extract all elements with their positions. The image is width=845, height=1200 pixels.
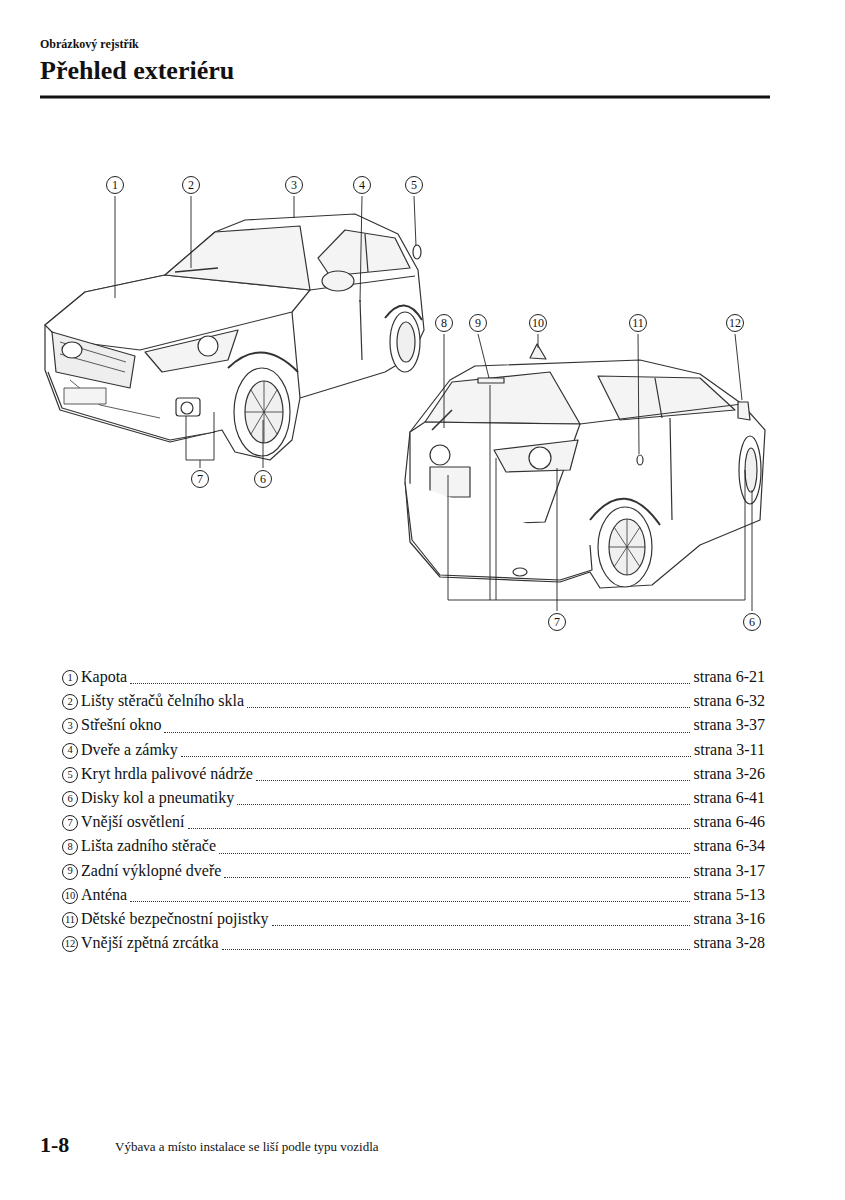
section-header: Obrázkový rejstřík (40, 38, 139, 52)
callout-number: 10 (529, 314, 547, 332)
page-ref: strana 3-16 (693, 910, 765, 928)
callout-number: 10 (62, 888, 78, 904)
callout-number: 7 (62, 815, 78, 831)
callout-number: 4 (62, 743, 78, 759)
callout-text: 3 (67, 721, 72, 732)
page-ref: strana 6-21 (693, 668, 765, 686)
page-ref: strana 3-26 (693, 765, 765, 783)
callout-text: 7 (197, 473, 203, 485)
part-name: Střešní okno (81, 716, 161, 734)
dot-leader (181, 756, 691, 757)
dot-leader (256, 780, 691, 781)
dot-leader (188, 828, 691, 829)
callout-number: 1 (106, 176, 124, 194)
callout-number: 6 (743, 613, 761, 631)
callout-number: 6 (62, 791, 78, 807)
dot-leader (222, 949, 691, 950)
dot-leader (219, 853, 690, 854)
callout-number: 12 (62, 936, 78, 952)
callout-number: 1 (62, 670, 78, 686)
callout-number: 8 (435, 314, 453, 332)
part-name: Lišta zadního stěrače (81, 837, 216, 855)
part-name: Anténa (81, 886, 127, 904)
part-name: Kryt hrdla palivové nádrže (81, 765, 253, 783)
page-ref: strana 6-34 (693, 837, 765, 855)
page-ref: strana 3-17 (693, 862, 765, 880)
callout-number: 3 (62, 718, 78, 734)
callout-text: 4 (359, 179, 365, 191)
page-ref: strana 3-28 (693, 934, 765, 952)
page-ref: strana 6-46 (693, 813, 765, 831)
callout-number: 9 (469, 314, 487, 332)
callout-number: 7 (548, 613, 566, 631)
callout-text: 7 (554, 616, 560, 628)
dot-leader (130, 901, 690, 902)
callout-number: 7 (191, 470, 209, 488)
callout-number: 6 (254, 470, 272, 488)
callout-text: 12 (65, 939, 76, 950)
callout-text: 8 (441, 317, 447, 329)
dot-leader (130, 683, 690, 684)
page-ref: strana 3-37 (693, 716, 765, 734)
callout-text: 11 (65, 915, 75, 926)
callout-number: 4 (353, 176, 371, 194)
callout-text: 8 (67, 842, 72, 853)
callout-text: 3 (291, 179, 297, 191)
callout-text: 1 (112, 179, 118, 191)
leader-lines (115, 196, 752, 611)
page-ref: strana 5-13 (693, 886, 765, 904)
callout-text: 5 (67, 770, 72, 781)
part-name: Vnější osvětlení (81, 813, 185, 831)
dot-leader (237, 804, 690, 805)
part-name: Vnější zpětná zrcátka (81, 934, 219, 952)
page-ref: strana 3-11 (694, 741, 765, 759)
callout-text: 9 (475, 317, 481, 329)
callout-text: 2 (188, 179, 194, 191)
part-name: Dětské bezpečnostní pojistky (81, 910, 269, 928)
callout-number: 12 (726, 314, 744, 332)
callout-text: 10 (65, 891, 76, 902)
front-car (45, 214, 424, 460)
callout-text: 5 (411, 179, 417, 191)
rear-car (405, 344, 765, 588)
header-rule (40, 96, 770, 99)
part-name: Disky kol a pneumatiky (81, 789, 234, 807)
callout-text: 6 (67, 794, 72, 805)
callout-number: 11 (629, 314, 647, 332)
dot-leader (224, 877, 690, 878)
callout-number: 9 (62, 864, 78, 880)
callout-number: 11 (62, 912, 78, 928)
dot-leader (272, 925, 691, 926)
callout-number: 5 (62, 767, 78, 783)
callout-text: 1 (67, 673, 72, 684)
callout-text: 4 (67, 745, 72, 756)
callout-number: 8 (62, 839, 78, 855)
callout-text: 6 (749, 616, 755, 628)
page-number: 1-8 (40, 1132, 69, 1157)
part-name: Zadní výklopné dveře (81, 862, 221, 880)
callout-text: 2 (67, 697, 72, 708)
callout-number: 3 (285, 176, 303, 194)
callout-text: 10 (532, 317, 544, 329)
callout-text: 7 (67, 818, 72, 829)
callout-text: 9 (67, 866, 72, 877)
callout-number: 2 (182, 176, 200, 194)
callout-number: 5 (405, 176, 423, 194)
dot-leader (164, 732, 690, 733)
part-name: Kapota (81, 668, 127, 686)
page-title: Přehled exteriéru (40, 56, 234, 86)
page-ref: strana 6-32 (693, 692, 765, 710)
part-name: Dveře a zámky (81, 741, 178, 759)
part-name: Lišty stěračů čelního skla (81, 692, 244, 710)
callout-text: 12 (729, 317, 741, 329)
dot-leader (247, 707, 690, 708)
footer-note: Výbava a místo instalace se liší podle t… (115, 1140, 379, 1155)
callout-text: 11 (632, 317, 644, 329)
callout-text: 6 (260, 473, 266, 485)
callout-number: 2 (62, 694, 78, 710)
page-ref: strana 6-41 (693, 789, 765, 807)
